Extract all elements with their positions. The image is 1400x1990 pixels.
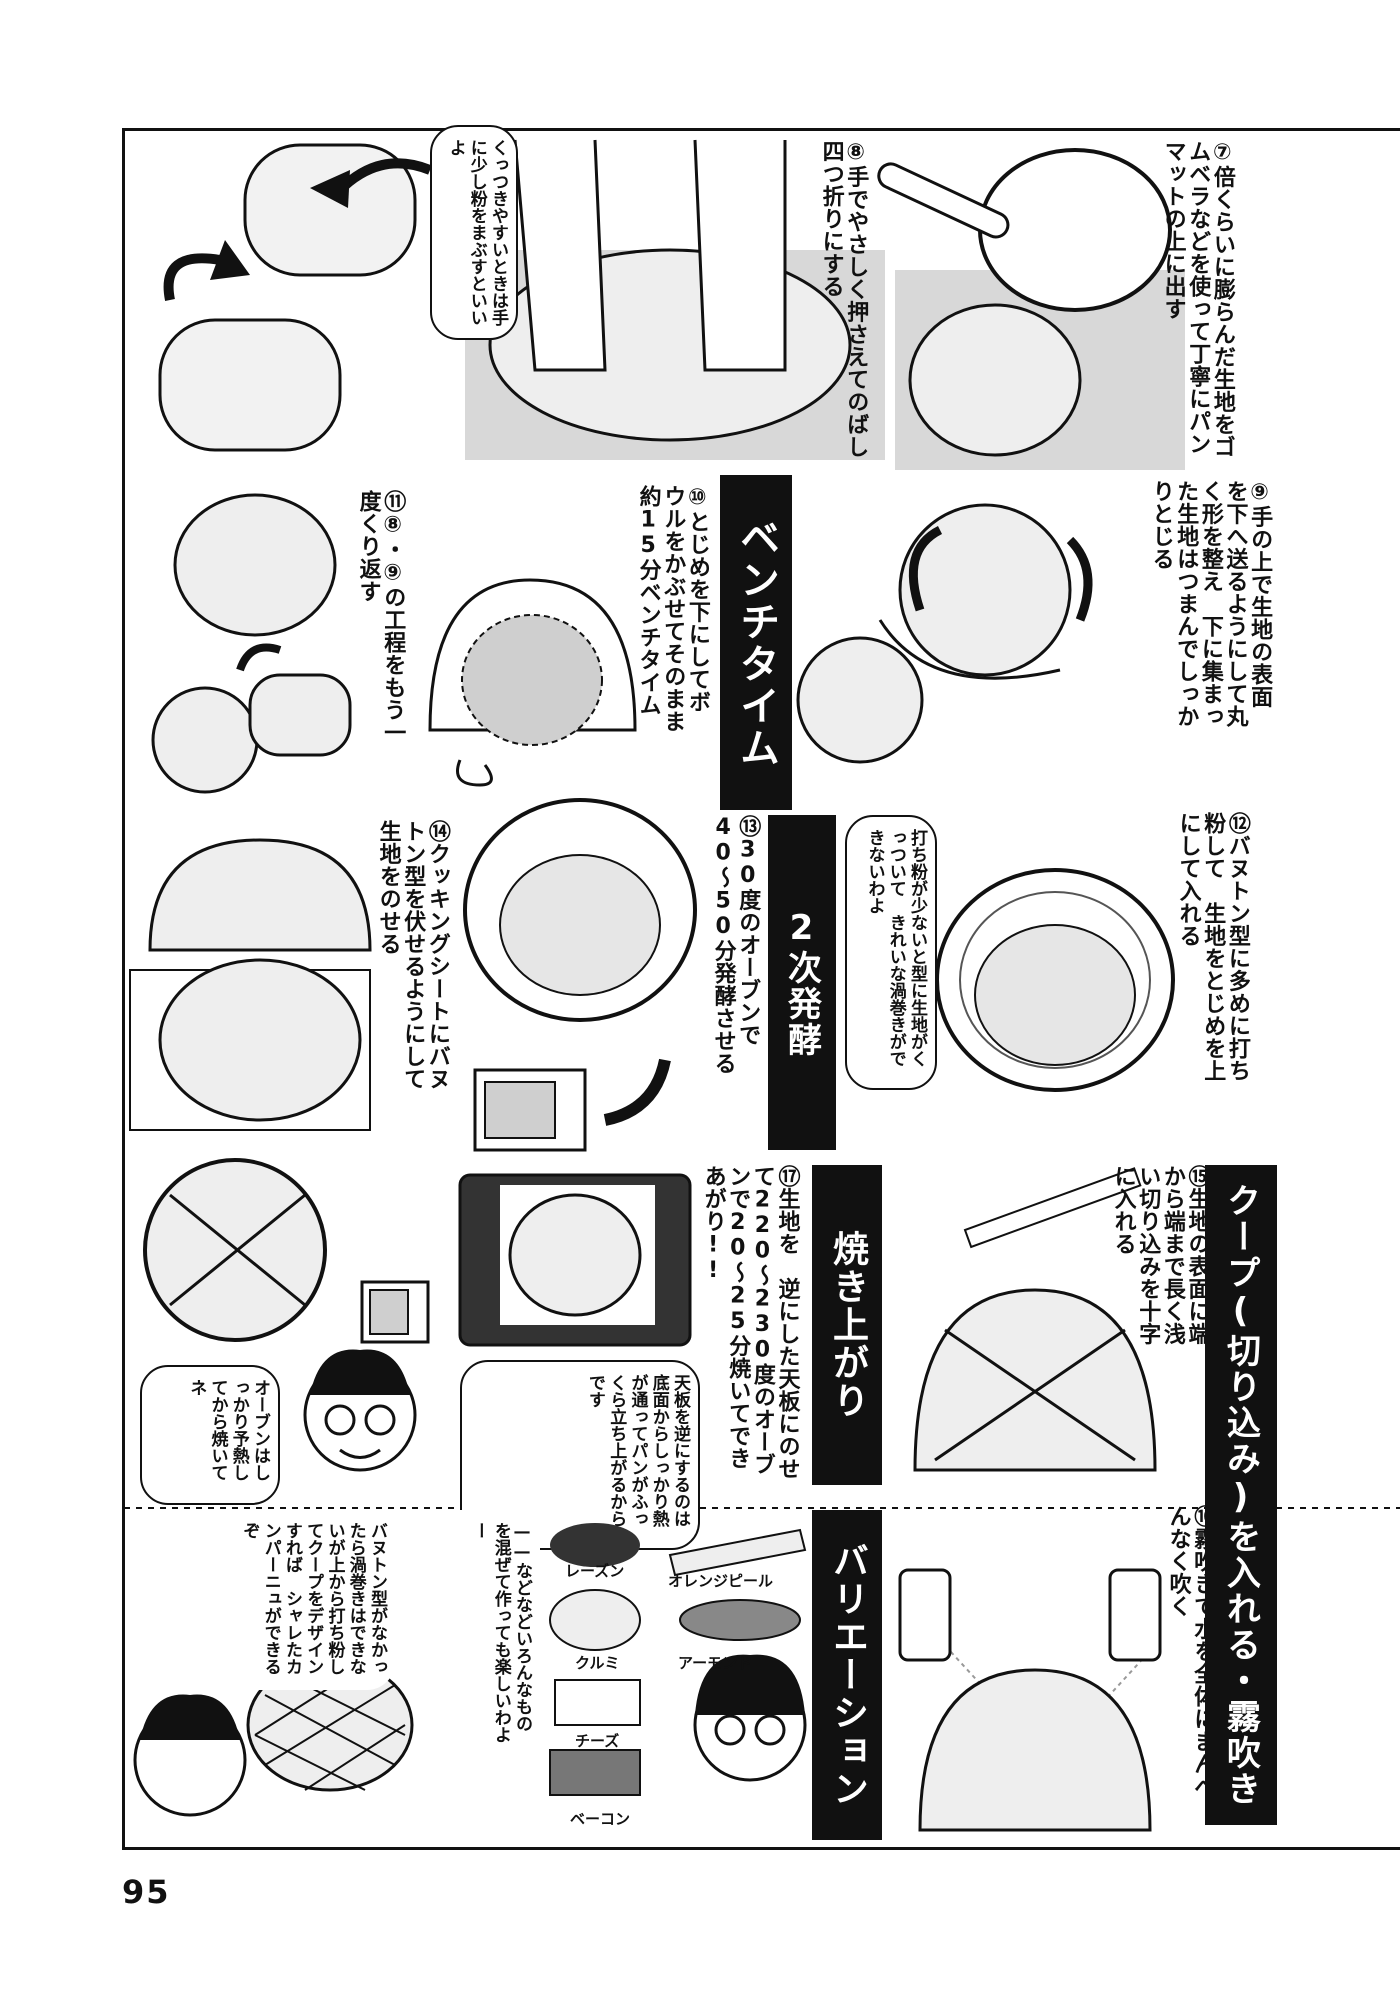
ingredient-cheese-label: チーズ [575, 1732, 620, 1750]
bowl-cover-illustration [428, 578, 637, 787]
ingredient-walnut-label: クルミ [575, 1654, 620, 1672]
character-woman-face [693, 1654, 807, 1782]
small-oven-illustration [360, 1280, 430, 1344]
repeat-fold-illustration [151, 493, 352, 794]
patterned-bread-illustration [246, 1658, 414, 1792]
finished-bread-illustration [143, 1158, 327, 1342]
page-frame [122, 128, 1400, 1850]
step-14-text: ⑭クッキングシートにバヌトン型を伏せるようにして生地をのせる [375, 820, 450, 1090]
step-11-text: ⑪⑧・⑨の工程をもう一度くり返す [355, 490, 406, 744]
header-variation: バリエーション [812, 1510, 882, 1840]
character-chef-face [133, 1694, 247, 1817]
baked-bread-on-tray-illustration [458, 1173, 692, 1347]
header-bench-time: ベンチタイム [720, 475, 792, 810]
bubble-preheat: オーブンはしっかり予熱してから焼いてネ [140, 1365, 280, 1505]
ingredient-orange-peel-label: オレンジピール [668, 1572, 774, 1590]
header-baked: 焼き上がり [812, 1165, 882, 1485]
step-8-text: ⑧手でやさしく押さえてのばし四つ折りにする [818, 140, 869, 458]
ingredient-almond-label: アーモンド [678, 1654, 753, 1672]
folded-dough-illustration [158, 143, 432, 452]
ingredient-illustrations [549, 1523, 807, 1796]
page-number: 95 [122, 1873, 171, 1911]
banneton-flip-illustration [129, 838, 372, 1131]
ingredient-raisin-label: レーズン [565, 1562, 625, 1580]
step-7-text: ⑦倍くらいに膨らんだ生地をゴムベラなどを使って丁寧にパンマットの上に出す [1160, 140, 1235, 458]
bubble-sticky-hands: くっつきやすいときは手に少し粉をまぶすといいよ [430, 125, 518, 340]
banneton-with-dough-illustration [935, 868, 1175, 1092]
step-10-text: ⑩とじめを下にしてボウルをかぶせてそのまま約15分ベンチタイム [635, 485, 710, 733]
character-narrator-face [303, 1349, 417, 1472]
step-9-text: ⑨手の上で生地の表面を下へ送るようにして丸く形を整え 下に集まった生地はつまんで… [1148, 480, 1273, 728]
step-15-text: ⑮生地の表面に端から端まで長く浅い切り込みを十字に入れる [1110, 1165, 1210, 1345]
step-13-text: ⑬30度のオーブンで40〜50分発酵させる [710, 815, 761, 1075]
ingredient-bacon-label: ベーコン [570, 1810, 631, 1828]
bubble-banneton-alt: バヌトン型がなかったら渦巻きはできないが上から打ち粉してクープをデザインすれば … [140, 1510, 395, 1690]
misted-dough-illustration [898, 1568, 1162, 1832]
header-second-fermentation: 2次発酵 [768, 815, 836, 1150]
header-coupe-mist: クープ(切り込み)を入れる・霧吹き [1205, 1165, 1277, 1825]
scored-dough-with-knife-illustration [913, 1167, 1157, 1472]
step-17-text: ⑰生地を 逆にした天板にのせて220〜230度のオーブンで20〜25分焼いてでき… [700, 1165, 800, 1480]
proofing-bowl-and-oven-illustration [463, 798, 697, 1152]
bubble-flour-tip: 打ち粉が少ないと型に生地がくっついて きれいな渦巻きができないわよ [845, 815, 937, 1090]
step-12-text: ⑫バヌトン型に多めに打ち粉して 生地をとじめを上にして入れる [1175, 812, 1250, 1082]
hands-pressing-dough-illustration [465, 139, 885, 460]
bowl-and-spatula-illustration [877, 148, 1185, 470]
dough-ball-shaping-illustration [796, 503, 1093, 764]
bubble-various: ——などなどいろんなものを混ぜて作っても楽しいわよー [430, 1510, 540, 1760]
